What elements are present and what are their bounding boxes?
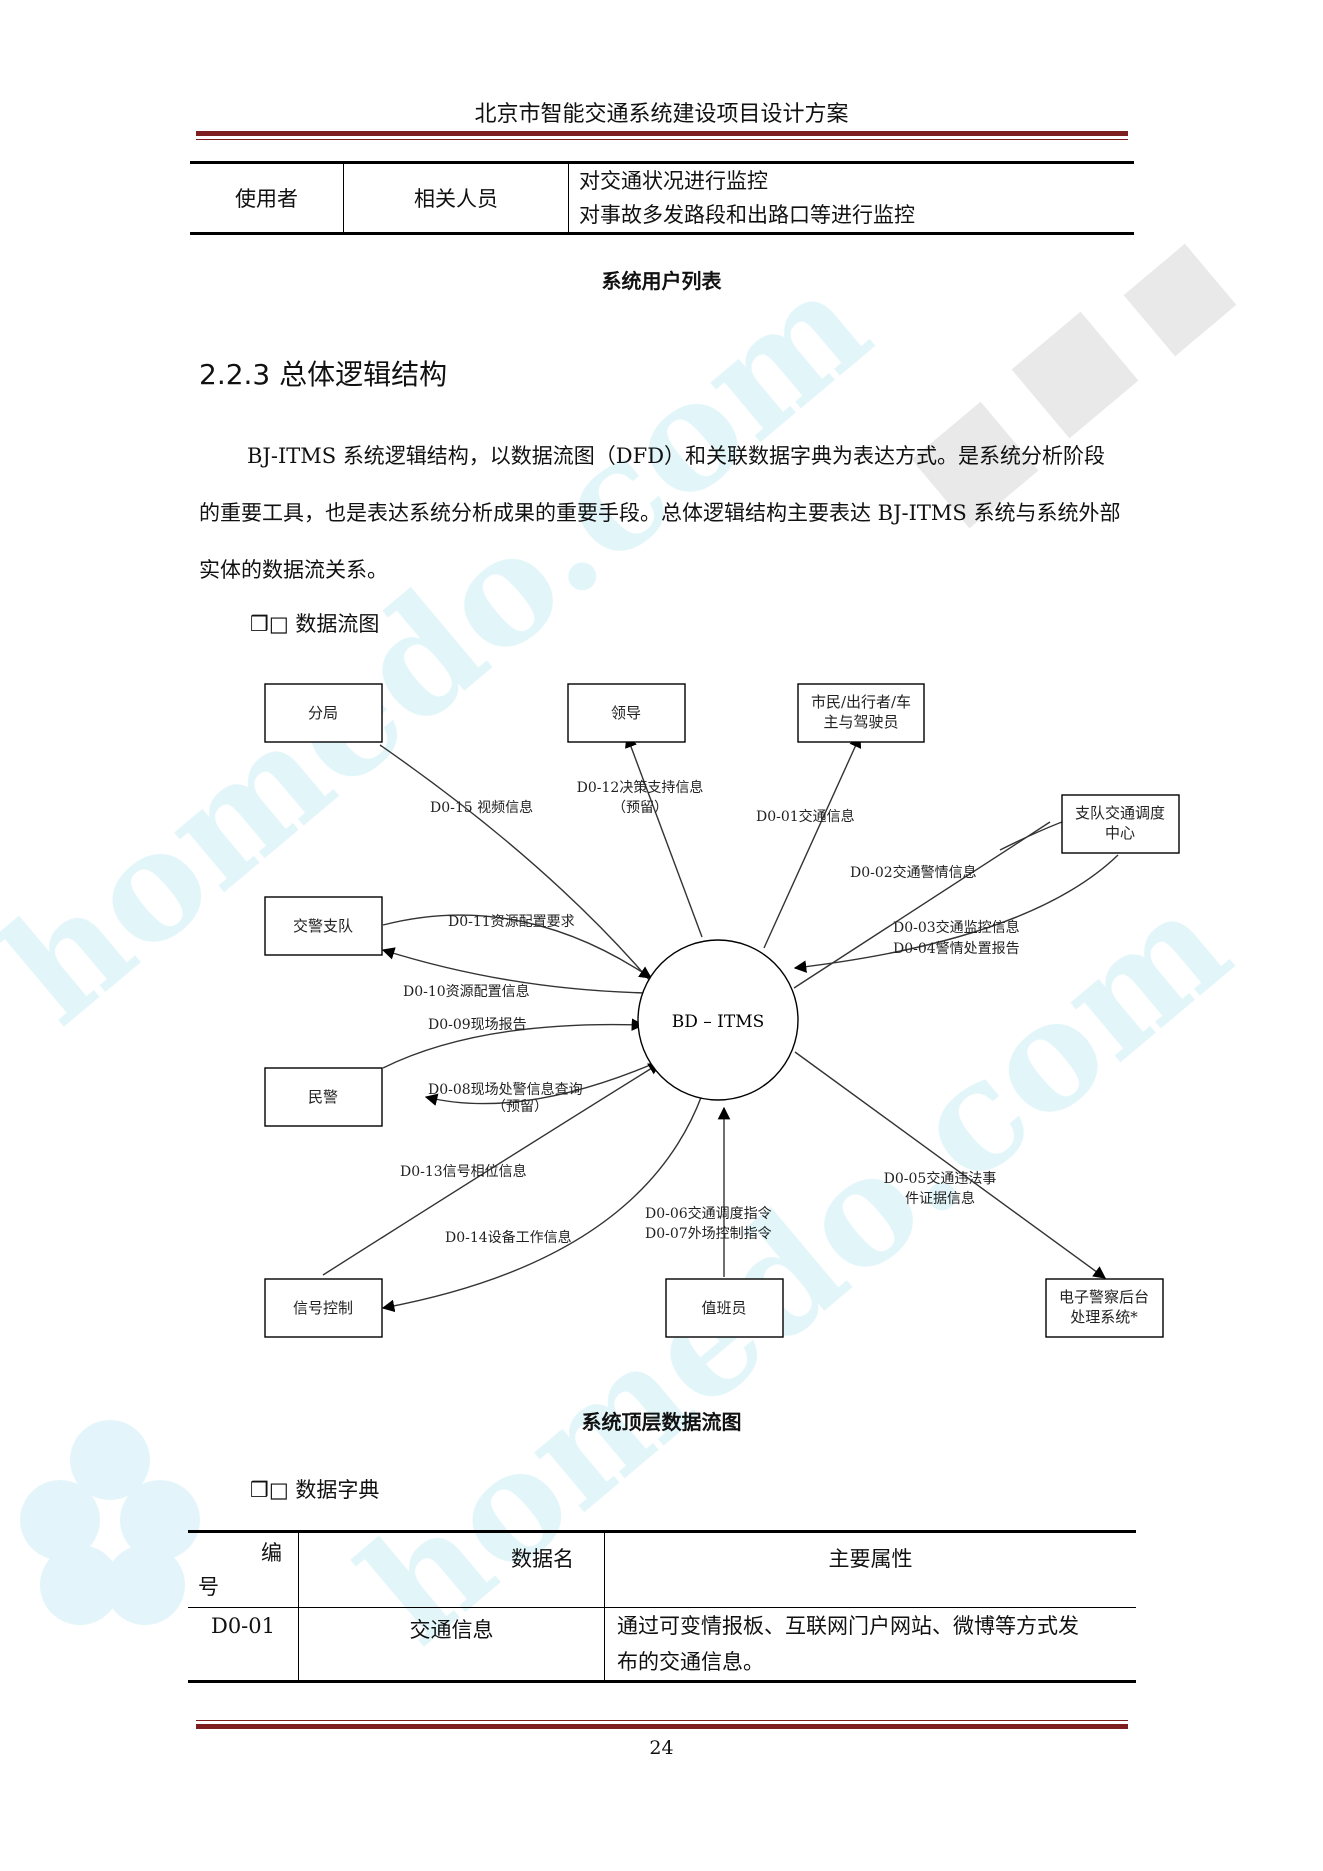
entity-box-jiaojing <box>264 896 383 956</box>
entity-shimin-line2: 主与驾驶员 <box>823 713 898 731</box>
flow-arrow-d13 <box>322 1062 662 1276</box>
watermark-flower-icon <box>20 1420 200 1625</box>
header-code: 编 号 <box>188 1531 299 1608</box>
entity-box-zhidui-center <box>1061 794 1180 854</box>
footer-rule-thin <box>196 1720 1128 1721</box>
flow-label-d10: D0-10资源配置信息 <box>403 983 530 1000</box>
entity-fenju: 分局 <box>308 704 338 722</box>
entity-zhidui-line1: 支队交通调度 <box>1075 804 1165 822</box>
user-duties-cell: 对交通状况进行监控 对事故多发路段和出路口等进行监控 <box>568 162 1134 234</box>
entity-jiaojing: 交警支队 <box>293 917 353 935</box>
entity-box-zhibanyuan <box>665 1278 784 1338</box>
flow-arrow-d09 <box>382 1018 645 1069</box>
row-code: D0-01 <box>188 1607 299 1682</box>
flow-arrow-d10 <box>381 947 649 994</box>
bullet-dictionary: ❒□ 数据字典 <box>250 1478 380 1502</box>
section-paragraph: BJ-ITMS 系统逻辑结构，以数据流图（DFD）和关联数据字典为表达方式。是系… <box>199 444 1121 582</box>
flow-label-d15: D0-15 视频信息 <box>430 799 533 816</box>
flow-label-d08-line1: D0-08现场处警信息查询 <box>428 1081 583 1098</box>
flow-arrow-d14 <box>381 1094 703 1313</box>
table-row: 使用者 相关人员 对交通状况进行监控 对事故多发路段和出路口等进行监控 <box>190 162 1134 234</box>
flow-arrow-d12 <box>625 734 703 938</box>
entity-lingdao: 领导 <box>611 704 641 722</box>
flow-label-d06: D0-06交通调度指令 <box>645 1205 772 1222</box>
flow-label-d07: D0-07外场控制指令 <box>645 1226 772 1242</box>
entity-shimin-line1: 市民/出行者/车 <box>811 693 911 711</box>
header-rule <box>196 131 1128 136</box>
entity-dianzi-line2: 处理系统* <box>1070 1308 1138 1326</box>
duty-line-1: 对交通状况进行监控 <box>579 169 768 193</box>
dict-table: 编 号 数据名 主要属性 D0-01 交通信息 通过可变情报板、互联网门户网站、… <box>188 1530 1136 1683</box>
flow-label-d11: D0-11资源配置要求 <box>448 914 575 930</box>
flow-arrow-d05 <box>794 1051 1107 1279</box>
flow-label-d04: D0-04警情处置报告 <box>893 941 1020 957</box>
header-attr: 主要属性 <box>604 1531 1136 1608</box>
header-rule-thin <box>196 139 1128 140</box>
entity-minjing: 民警 <box>308 1088 338 1106</box>
row-attr-line1: 通过可变情报板、互联网门户网站、微博等方式发 <box>617 1614 1079 1638</box>
flow-label-d03: D0-03交通监控信息 <box>893 919 1020 936</box>
entity-box-minjing <box>264 1067 383 1127</box>
flow-label-d12-line2: （预留） <box>612 800 668 816</box>
flow-label-d14: D0-14设备工作信息 <box>445 1229 572 1246</box>
duty-line-2: 对事故多发路段和出路口等进行监控 <box>579 203 915 227</box>
row-attr-line2: 布的交通信息。 <box>617 1650 764 1674</box>
flow-arrow-d03 <box>793 854 1119 973</box>
flow-arrow-d15 <box>379 744 667 1001</box>
user-table-caption: 系统用户列表 <box>601 269 722 293</box>
flow-label-d08-line2: （预留） <box>492 1099 548 1115</box>
header-code-line2: 号 <box>198 1575 219 1599</box>
footer-rule <box>196 1724 1128 1729</box>
bullet-dfd: ❒□ 数据流图 <box>250 612 380 636</box>
dfd-caption: 系统顶层数据流图 <box>581 1410 742 1434</box>
row-attr: 通过可变情报板、互联网门户网站、微博等方式发 布的交通信息。 <box>604 1607 1136 1682</box>
watermark-block-2 <box>1011 311 1139 439</box>
entity-zhidui-line2: 中心 <box>1105 824 1135 842</box>
row-name: 交通信息 <box>298 1607 605 1682</box>
entity-box-dianzi <box>1045 1278 1164 1338</box>
flow-label-d13: D0-13信号相位信息 <box>400 1163 527 1180</box>
user-table: 使用者 相关人员 对交通状况进行监控 对事故多发路段和出路口等进行监控 <box>190 161 1134 235</box>
entity-box-xinhao <box>264 1278 383 1338</box>
watermark-block-1 <box>911 401 1039 529</box>
center-process <box>637 939 799 1101</box>
flow-label-d05-line2: 件证据信息 <box>905 1190 975 1207</box>
entity-zhibanyuan: 值班员 <box>701 1299 746 1317</box>
page-number: 24 <box>649 1737 674 1759</box>
entity-box-shimin <box>797 683 925 743</box>
header-name: 数据名 <box>298 1531 605 1608</box>
section-title: 2.2.3 总体逻辑结构 <box>199 358 448 391</box>
entity-xinhao: 信号控制 <box>293 1299 353 1317</box>
center-label: BD – ITMS <box>672 1012 765 1032</box>
user-person-cell: 相关人员 <box>343 162 569 234</box>
flow-arrow-d01 <box>763 734 862 949</box>
flow-label-d01: D0-01交通信息 <box>756 808 855 825</box>
user-role-cell: 使用者 <box>190 162 344 234</box>
flow-label-d02: D0-02交通警情信息 <box>850 864 977 881</box>
flow-arrow-d11 <box>382 914 653 979</box>
table-header-row: 编 号 数据名 主要属性 <box>188 1531 1136 1608</box>
entity-box-fenju <box>264 683 383 743</box>
header-code-line1: 编 <box>261 1541 282 1565</box>
flow-label-d05-line1: D0-05交通违法事 <box>884 1170 997 1187</box>
header-title: 北京市智能交通系统建设项目设计方案 <box>474 102 849 127</box>
entity-dianzi-line1: 电子警察后台 <box>1059 1288 1149 1306</box>
flow-label-d12-line1: D0-12决策支持信息 <box>577 779 704 796</box>
flow-label-d09: D0-09现场报告 <box>428 1017 527 1033</box>
flow-arrow-d08 <box>424 1062 656 1106</box>
watermark-block-3 <box>1123 243 1237 357</box>
table-row: D0-01 交通信息 通过可变情报板、互联网门户网站、微博等方式发 布的交通信息… <box>188 1607 1136 1682</box>
entity-box-lingdao <box>567 683 686 743</box>
